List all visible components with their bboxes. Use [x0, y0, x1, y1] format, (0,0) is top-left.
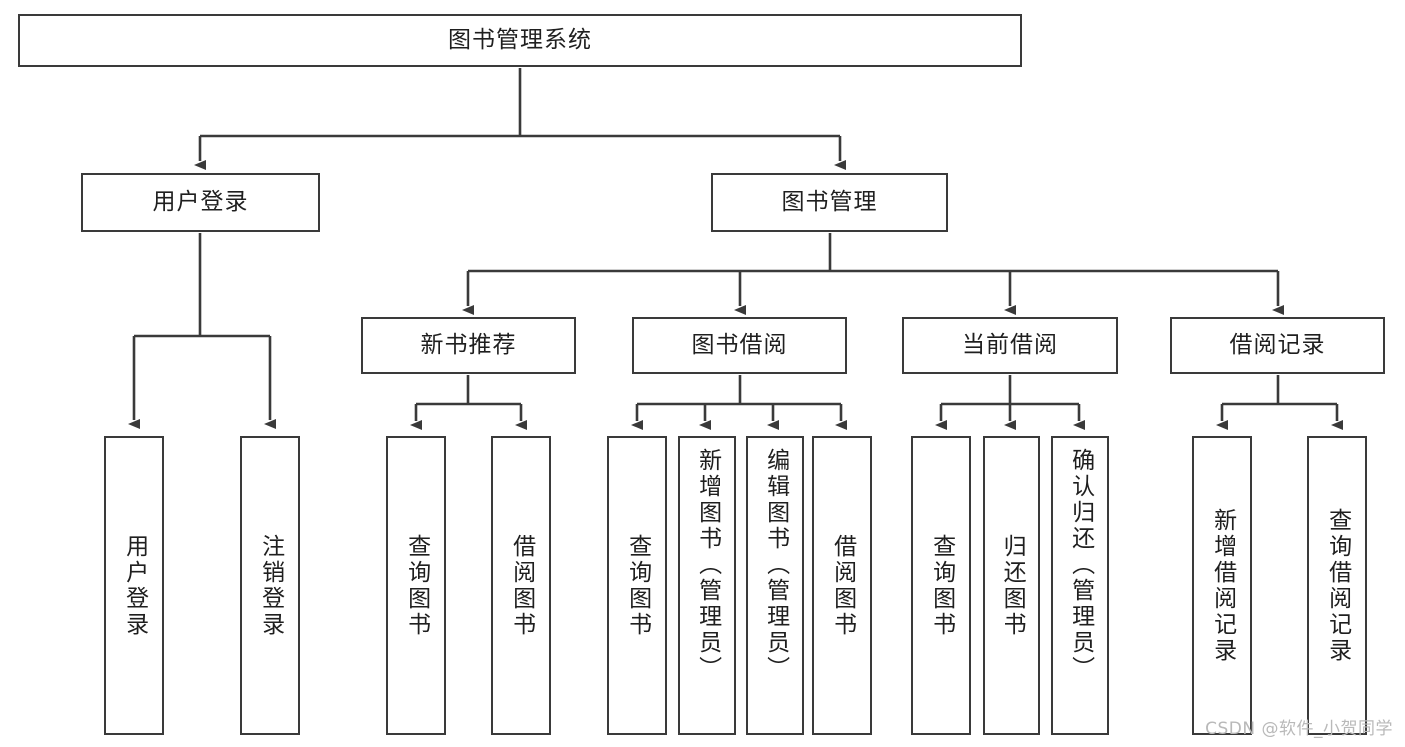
node-leaf-query-book-1-label: 查询图书	[403, 533, 430, 638]
csdn-watermark: CSDN @软件_小贺同学	[1205, 719, 1393, 739]
node-leaf-edit-book-label: 编辑图书（管理员）	[762, 448, 789, 682]
node-leaf-query-book-3[interactable]: 查询图书	[911, 436, 971, 735]
node-book-borrow[interactable]: 图书借阅	[632, 317, 847, 374]
node-leaf-query-book-3-label: 查询图书	[928, 533, 955, 638]
node-book-borrow-label: 图书借阅	[691, 331, 788, 358]
node-current-borrow[interactable]: 当前借阅	[902, 317, 1118, 374]
node-leaf-borrow-book-1-label: 借阅图书	[508, 533, 535, 638]
node-leaf-query-book-1[interactable]: 查询图书	[386, 436, 446, 735]
node-leaf-return-book-label: 归还图书	[999, 533, 1026, 638]
node-leaf-user-login-label: 用户登录	[121, 533, 148, 638]
node-leaf-query-book-2[interactable]: 查询图书	[607, 436, 667, 735]
node-leaf-user-login[interactable]: 用户登录	[104, 436, 164, 735]
node-leaf-logout-label: 注销登录	[257, 533, 284, 638]
node-borrow-record[interactable]: 借阅记录	[1170, 317, 1385, 374]
node-leaf-edit-book[interactable]: 编辑图书（管理员）	[746, 436, 804, 735]
node-leaf-confirm-return-label: 确认归还（管理员）	[1067, 448, 1094, 682]
node-user-login-label: 用户登录	[152, 188, 249, 215]
node-new-book-recommend-label: 新书推荐	[420, 331, 517, 358]
node-leaf-add-book[interactable]: 新增图书（管理员）	[678, 436, 736, 735]
node-borrow-record-label: 借阅记录	[1229, 331, 1326, 358]
node-current-borrow-label: 当前借阅	[962, 331, 1058, 358]
node-leaf-borrow-book-2[interactable]: 借阅图书	[812, 436, 872, 735]
node-root[interactable]: 图书管理系统	[18, 14, 1022, 67]
node-book-manage-label: 图书管理	[781, 188, 878, 215]
node-leaf-add-book-label: 新增图书（管理员）	[694, 448, 721, 682]
node-leaf-return-book[interactable]: 归还图书	[983, 436, 1040, 735]
node-leaf-confirm-return[interactable]: 确认归还（管理员）	[1051, 436, 1109, 735]
node-leaf-query-record-label: 查询借阅记录	[1324, 507, 1351, 664]
node-leaf-borrow-book-1[interactable]: 借阅图书	[491, 436, 551, 735]
node-leaf-query-record[interactable]: 查询借阅记录	[1307, 436, 1367, 735]
node-leaf-borrow-book-2-label: 借阅图书	[829, 533, 856, 638]
node-leaf-add-record[interactable]: 新增借阅记录	[1192, 436, 1252, 735]
node-leaf-query-book-2-label: 查询图书	[624, 533, 651, 638]
node-user-login[interactable]: 用户登录	[81, 173, 320, 232]
node-book-manage[interactable]: 图书管理	[711, 173, 948, 232]
node-new-book-recommend[interactable]: 新书推荐	[361, 317, 576, 374]
node-leaf-add-record-label: 新增借阅记录	[1209, 507, 1236, 664]
node-leaf-logout[interactable]: 注销登录	[240, 436, 300, 735]
node-root-label: 图书管理系统	[448, 26, 592, 53]
